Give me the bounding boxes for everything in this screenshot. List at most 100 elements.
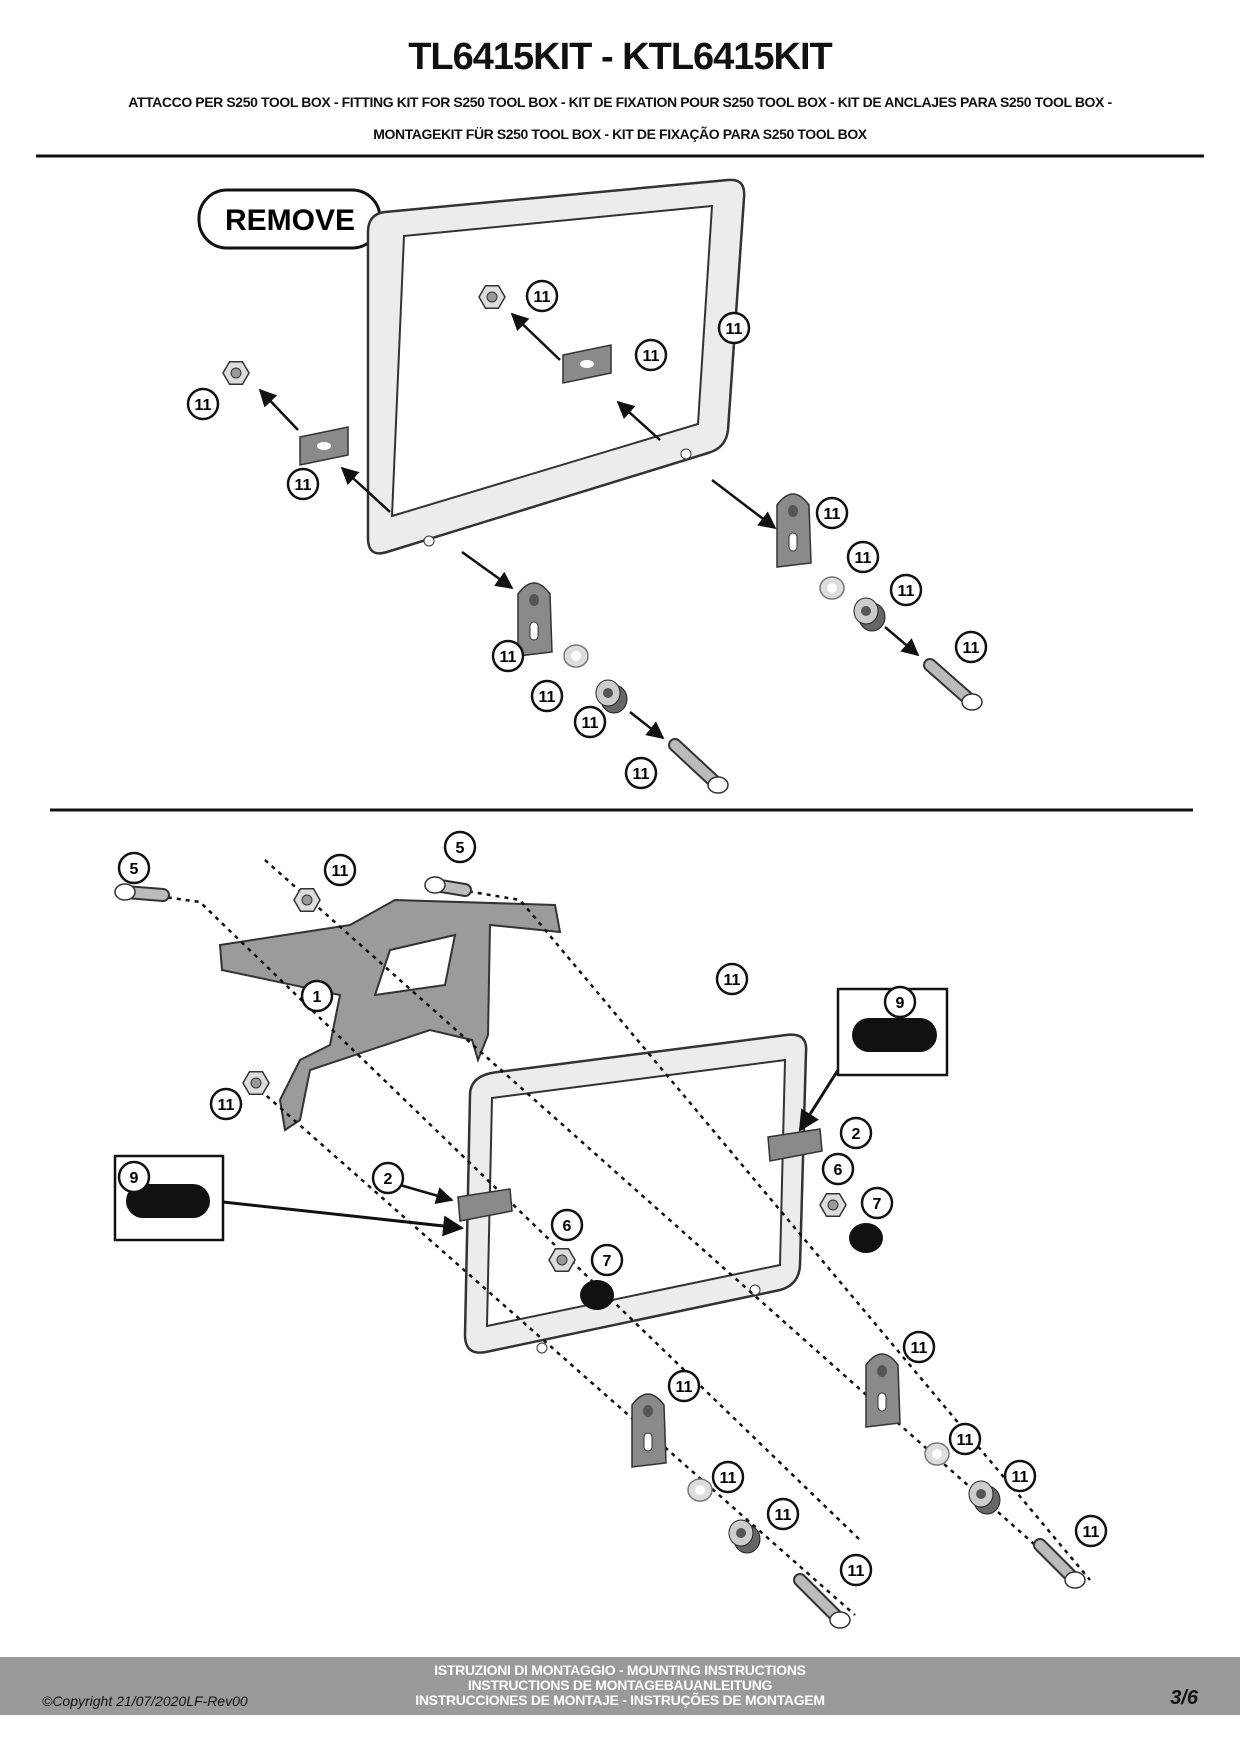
part-callout: 11 [573,705,607,739]
callout-number: 2 [384,1171,393,1188]
part-callout: 11 [634,338,668,372]
callout-number: 11 [957,1432,974,1449]
callout-number: 11 [633,766,650,783]
part-callout: 6 [550,1208,584,1242]
clip-icon [865,1353,901,1428]
part-callout: 11 [1074,1514,1108,1548]
page-number: 3/6 [1170,1687,1198,1709]
part-callout: 11 [717,311,751,345]
part-callout: 5 [443,830,477,864]
callout-number: 11 [824,506,841,523]
bolt-icon [114,883,170,902]
direction-arrow [340,466,391,513]
clip-icon [776,493,812,568]
part-callout: 11 [711,1460,745,1494]
part-callout: 5 [117,851,151,885]
direction-arrow [629,711,665,740]
callout-number: 11 [500,649,517,666]
callout-number: 9 [130,1170,139,1187]
direction-arrow [461,550,514,590]
subtitle-line-2: MONTAGEKIT FÜR S250 TOOL BOX - KIT DE FI… [373,126,867,142]
part-callout: 11 [815,496,849,530]
callout-number: 11 [911,1340,928,1357]
part-callout: 7 [590,1243,624,1277]
subtitle-line-1: ATTACCO PER S250 TOOL BOX - FITTING KIT … [128,94,1112,110]
part-callout: 2 [371,1161,405,1195]
callout-number: 9 [896,995,905,1012]
direction-arrow [616,400,661,441]
bolt-icon [668,738,729,794]
detail-arrow-right [798,1069,840,1132]
copyright: ©Copyright 21/07/2020LF-Rev00 [42,1693,248,1709]
direction-arrow [884,626,920,657]
callout-number: 11 [898,583,915,600]
bushing-icon [595,679,628,714]
part-callout: 11 [715,962,749,996]
part-callout: 11 [186,387,220,421]
callout-number: 11 [643,348,660,365]
nut-icon [242,1070,270,1096]
callout-number: 11 [1012,1469,1029,1486]
remove-label-box: REMOVE [197,188,382,250]
nut-icon [293,887,321,913]
bolt-icon [1033,1538,1086,1589]
callout-number: 5 [456,840,465,857]
assembly-line [259,1089,856,1616]
part-callout: 9 [117,1160,151,1194]
callout-number: 11 [295,477,312,494]
plate-icon [299,426,349,466]
callout-number: 11 [848,1563,865,1580]
part-callout: 11 [889,573,923,607]
callout-number: 11 [1083,1524,1100,1541]
part-callout: 11 [525,279,559,313]
callout-number: 11 [855,550,872,567]
callout-number: 11 [534,289,551,306]
part-callout: 11 [846,540,880,574]
top-frame [366,178,746,555]
part-callout: 11 [1003,1459,1037,1493]
nut-icon [222,360,250,386]
part-callout: 11 [902,1330,936,1364]
washer-icon [924,1442,950,1466]
footer-line-1: ISTRUZIONI DI MONTAGGIO - MOUNTING INSTR… [434,1662,806,1678]
footer-bar: ISTRUZIONI DI MONTAGGIO - MOUNTING INSTR… [0,1657,1240,1715]
bushing-icon [728,1519,761,1554]
part-callout: 11 [209,1087,243,1121]
direction-arrow [399,1183,454,1205]
washer-icon [819,576,845,600]
callout-number: 11 [720,1470,737,1487]
callout-number: 11 [218,1097,235,1114]
nut-icon [548,1247,576,1273]
callout-number: 6 [834,1162,843,1179]
washer-icon [687,1478,713,1502]
callout-number: 11 [195,397,212,414]
part-callout: 11 [766,1497,800,1531]
cap-icon [580,1280,614,1310]
part-callout: 11 [954,630,988,664]
clip-icon [517,582,553,657]
direction-arrow [510,312,561,361]
assembly-line [264,859,1081,1586]
part-callout: 11 [323,853,357,887]
detail-arrow-left [222,1200,465,1237]
callout-number: 7 [603,1253,612,1270]
callout-number: 11 [775,1507,792,1524]
direction-arrow [258,388,299,431]
bushing-icon [968,1480,1001,1515]
nut-icon [478,284,506,310]
clip-icon [631,1393,667,1468]
part-callout: 9 [883,985,917,1019]
callout-number: 11 [724,972,741,989]
direction-arrow [711,479,777,530]
part-callout: 11 [667,1369,701,1403]
callout-number: 7 [873,1196,882,1213]
part-callout: 6 [821,1152,855,1186]
part-callout: 2 [839,1116,873,1150]
footer-line-2: INSTRUCTIONS DE MONTAGEBAUANLEITUNG [467,1677,773,1693]
part-callout: 11 [286,467,320,501]
page-title: TL6415KIT - KTL6415KIT [408,36,833,78]
callout-number: 11 [963,640,980,657]
part-callout: 11 [948,1422,982,1456]
part-callout: 11 [491,639,525,673]
mounting-bracket [218,898,562,1132]
